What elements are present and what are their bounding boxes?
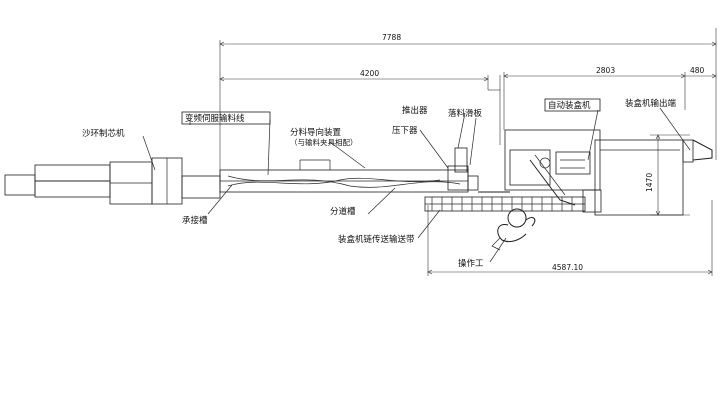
dim-end-span: 480 [690, 66, 705, 75]
dim-right-span: 2803 [596, 66, 615, 75]
dim-height: 1470 [645, 173, 654, 192]
label-diverter-note: （与输料夹具相配） [290, 137, 358, 147]
label-recv-slot: 承接槽 [182, 215, 208, 226]
label-belt: 变频伺服输料线 [185, 113, 245, 124]
label-box-out: 装盒机输出端 [625, 98, 677, 109]
auto-boxer [504, 129, 713, 216]
dim-bottom: 4587.10 [552, 263, 583, 272]
boxer-label-frame [544, 98, 601, 112]
dim-left-span: 4200 [360, 69, 379, 78]
belt-line [219, 159, 469, 193]
label-push-cylinder: 推出器 [402, 105, 428, 116]
label-press-plate: 压下器 [392, 126, 418, 136]
leader-lines [142, 107, 691, 263]
dim-total: 7788 [382, 33, 401, 42]
operator-figure [491, 208, 536, 251]
sand-core-machine [4, 157, 221, 205]
label-operator: 操作工 [458, 258, 484, 269]
chain-conveyor [424, 196, 586, 212]
label-drop-plate: 落料滑板 [448, 108, 483, 119]
press-units [447, 147, 510, 193]
label-diverter: 分料导向装置 [290, 127, 342, 138]
belt-label-frame [181, 111, 271, 125]
label-conveyor: 装盒机链传送输送带 [338, 234, 415, 245]
dimension-lines [219, 28, 717, 276]
label-auto-boxer: 自动装盒机 [548, 100, 591, 111]
label-sand-core: 沙环制芯机 [82, 128, 125, 139]
label-branch-slot: 分道槽 [330, 206, 356, 217]
